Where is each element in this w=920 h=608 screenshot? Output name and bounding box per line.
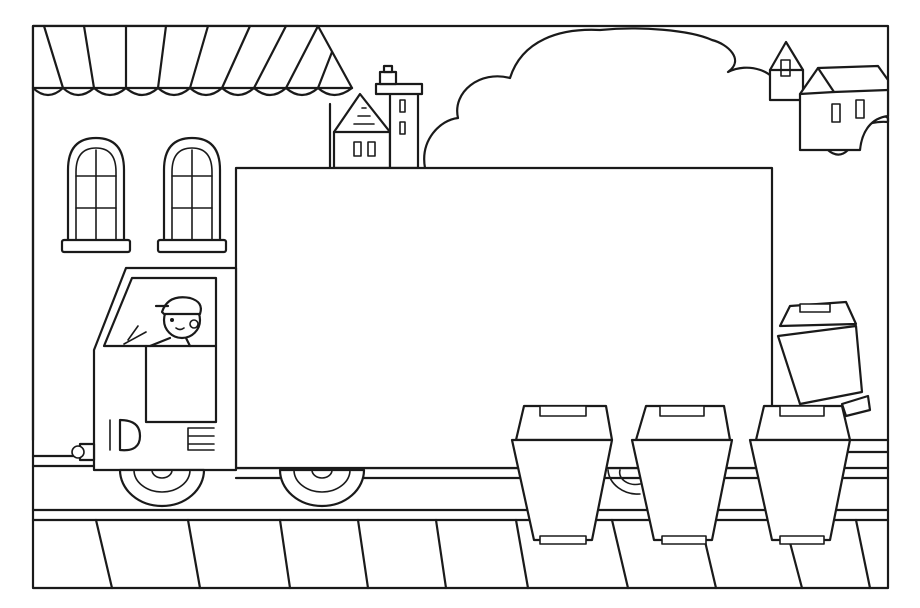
gable-house xyxy=(798,64,890,152)
road-edge xyxy=(31,508,890,522)
sidewalk-tiles xyxy=(94,518,872,590)
truck-wheel-front xyxy=(118,468,206,508)
truck-wheel-rear xyxy=(607,469,641,495)
arched-window-left xyxy=(60,136,132,254)
chimney-tower xyxy=(374,64,424,170)
trash-bin-1 xyxy=(510,404,614,545)
arched-window-right xyxy=(156,136,228,254)
tower-house xyxy=(768,40,805,102)
truck-cab xyxy=(71,266,238,472)
road-rail xyxy=(846,438,890,454)
road-curb xyxy=(31,454,890,480)
trash-bin-2 xyxy=(630,404,734,545)
building-wall xyxy=(31,86,332,442)
truck-wheel-middle xyxy=(278,468,366,508)
trash-bin-tilted xyxy=(776,300,872,418)
shop-awning xyxy=(31,24,354,97)
truck-driver xyxy=(123,296,202,348)
steeple-house xyxy=(332,92,392,170)
trash-bin-3 xyxy=(748,404,852,545)
